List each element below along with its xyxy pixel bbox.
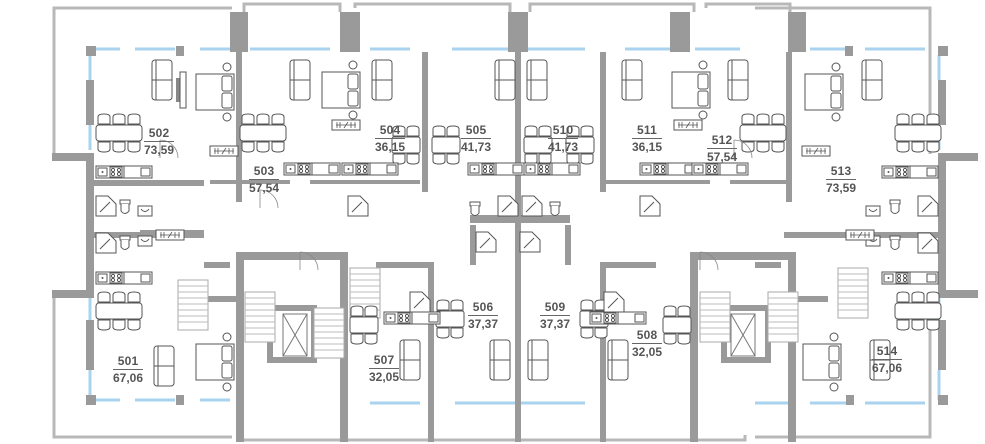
apartment-507[interactable]: 507 32,05: [369, 354, 400, 384]
apartment-number: 508: [632, 329, 663, 344]
apartment-area: 32,05: [369, 370, 400, 384]
apartment-area: 36,15: [375, 140, 406, 154]
apartment-number: 506: [468, 301, 499, 316]
apartment-505[interactable]: 505 41,73: [461, 124, 492, 154]
apartment-number: 513: [826, 165, 857, 180]
apartment-number: 514: [872, 345, 903, 360]
apartment-area: 41,73: [548, 140, 579, 154]
apartment-number: 510: [548, 124, 579, 139]
apartment-number: 503: [249, 165, 280, 180]
apartment-512[interactable]: 512 57,54: [707, 134, 738, 164]
apartment-area: 41,73: [461, 140, 492, 154]
apartment-513[interactable]: 513 73,59: [826, 165, 857, 195]
apartment-area: 57,54: [249, 181, 280, 195]
apartment-number: 501: [113, 355, 144, 370]
apartment-number: 511: [632, 124, 663, 139]
apartment-506[interactable]: 506 37,37: [468, 301, 499, 331]
apartment-number: 509: [540, 301, 571, 316]
apartment-503[interactable]: 503 57,54: [249, 165, 280, 195]
apartment-504[interactable]: 504 36,15: [375, 124, 406, 154]
apartment-area: 36,15: [632, 140, 663, 154]
apartment-number: 502: [144, 127, 175, 142]
elevator-left: [244, 291, 345, 363]
apartment-number: 505: [461, 124, 492, 139]
apartment-number: 512: [707, 134, 738, 149]
apartment-area: 73,59: [144, 143, 175, 157]
apartment-area: 67,06: [872, 361, 903, 375]
apartment-511[interactable]: 511 36,15: [632, 124, 663, 154]
elevator-right: [699, 291, 799, 363]
apartment-number: 504: [375, 124, 406, 139]
apartment-502[interactable]: 502 73,59: [144, 127, 175, 157]
apartment-501[interactable]: 501 67,06: [113, 355, 144, 385]
apartment-area: 37,37: [540, 317, 571, 331]
apartment-508[interactable]: 508 32,05: [632, 329, 663, 359]
apartment-area: 32,05: [632, 345, 663, 359]
apartment-514[interactable]: 514 67,06: [872, 345, 903, 375]
apartment-510[interactable]: 510 41,73: [548, 124, 579, 154]
apartment-area: 67,06: [113, 371, 144, 385]
apartment-number: 507: [369, 354, 400, 369]
apartment-509[interactable]: 509 37,37: [540, 301, 571, 331]
apartment-area: 57,54: [707, 150, 738, 164]
apartment-area: 37,37: [468, 317, 499, 331]
apartment-area: 73,59: [826, 181, 857, 195]
